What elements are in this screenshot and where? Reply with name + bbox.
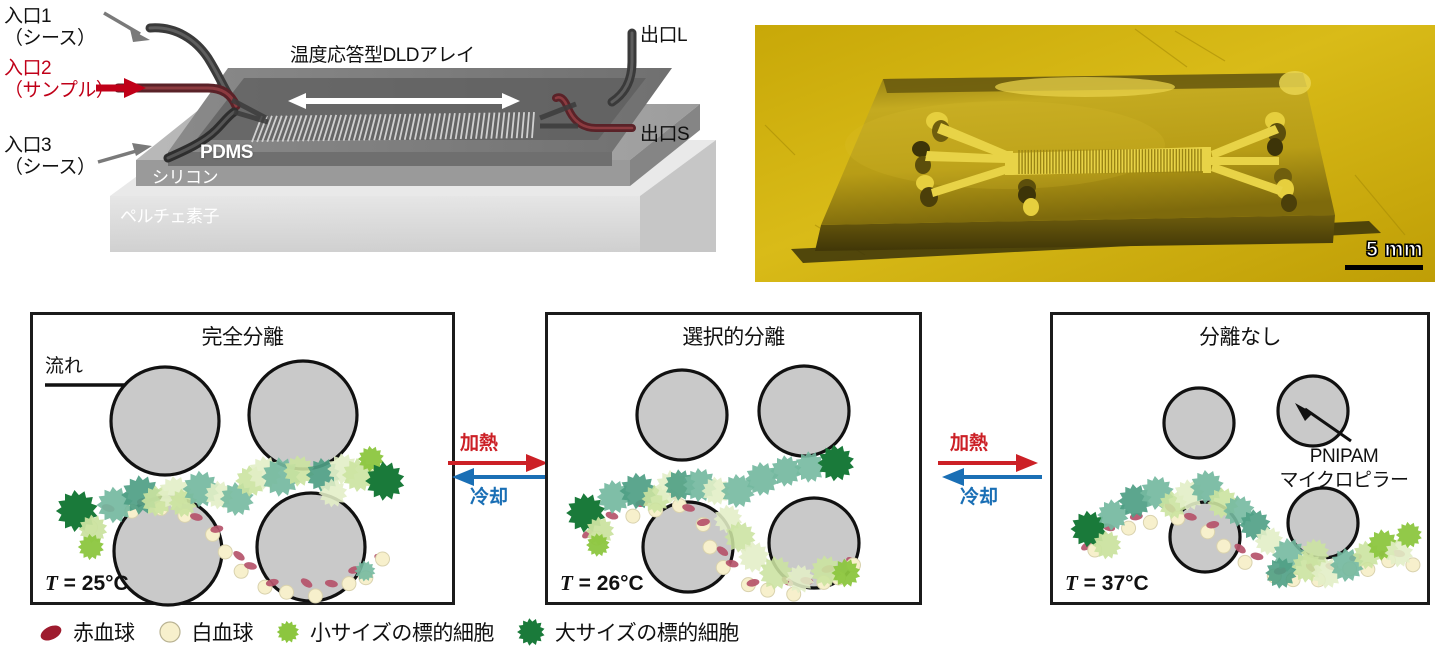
schematic-label-peltier: ペルチェ素子: [120, 207, 220, 226]
panel2-title: 選択的分離: [682, 326, 785, 349]
transition2-arrows: [938, 454, 1042, 486]
red-blood-cell-icon: [40, 625, 62, 641]
photo-drawing: [755, 25, 1435, 282]
transition-1: 加熱 冷却: [448, 420, 558, 540]
legend-item-rbc: 赤血球: [38, 617, 135, 647]
panel3-temperature: T = 37°C: [1065, 571, 1149, 595]
inlet2-line2: （サンプル）: [4, 79, 115, 101]
inlet1-line2: （シース）: [4, 27, 96, 49]
schematic-label-outlet-large: 出口L: [640, 25, 688, 46]
schematic-label-inlet1: 入口1 （シース）: [4, 6, 96, 50]
transition1-heat-label: 加熱: [460, 433, 499, 454]
photo-pillar-array: [1018, 148, 1202, 174]
pointer-arrow-inlet1: [103, 11, 150, 42]
tube-inlet-1: [145, 23, 233, 99]
array-length-arrow: [288, 93, 520, 109]
legend-label-wbc: 白血球: [191, 622, 254, 645]
panel2-cell-diagram: [566, 364, 862, 602]
channel-traces: [230, 97, 578, 129]
legend-label-small-cell: 小サイズの標的細胞: [310, 622, 494, 645]
legend-item-wbc: 白血球: [157, 617, 254, 647]
pointer-arrow-inlet3: [97, 143, 152, 164]
white-blood-cell-icon: [158, 621, 181, 643]
transition1-cool-label: 冷却: [470, 487, 509, 508]
schematic-label-dld-array: 温度応答型DLDアレイ: [290, 45, 475, 66]
panel2-temperature: T = 26°C: [560, 571, 644, 595]
inlet1-line1: 入口1: [4, 6, 52, 27]
pnipam-line2: マイクロピラー: [1279, 469, 1409, 491]
transition2-heat-label: 加熱: [950, 433, 989, 454]
panel1-temperature: T = 25°C: [45, 571, 129, 595]
panel-selective-separation: 選択的分離 T = 26°C: [545, 312, 922, 605]
transition-2: 加熱 冷却: [938, 420, 1048, 540]
inlet3-line2: （シース）: [4, 156, 96, 178]
panel1-title: 完全分離: [201, 326, 285, 349]
chip-ports: [912, 71, 1311, 216]
schematic-label-pdms: PDMS: [200, 142, 253, 163]
scale-bar-line: [1345, 265, 1423, 270]
scale-bar-label: 5 mm: [1366, 238, 1423, 262]
tube-outlet-L: [607, 28, 637, 107]
inlet2-line1: 入口2: [4, 58, 52, 79]
legend: 赤血球 白血球 小サイズの標的細胞 大サイズの標的細胞: [38, 616, 761, 648]
inlet3-line1: 入口3: [4, 135, 52, 156]
device-schematic: 入口1 （シース） 入口2 （サンプル） 入口3 （シース） 出口L 出口S 温…: [0, 0, 740, 292]
legend-label-rbc: 赤血球: [73, 622, 135, 645]
schematic-label-silicon: シリコン: [152, 168, 219, 187]
pnipam-line1: PNIPAM: [1309, 446, 1379, 467]
schematic-label-inlet2: 入口2 （サンプル）: [4, 58, 115, 102]
panel3-title: 分離なし: [1199, 326, 1282, 349]
tube-inlet-3: [163, 107, 239, 163]
transition2-cool-label: 冷却: [960, 487, 999, 508]
small-target-cell-icon: [276, 620, 299, 644]
flow-direction-label: 流れ: [45, 356, 84, 377]
transition1-arrows: [448, 454, 552, 486]
legend-item-small-target-cell: 小サイズの標的細胞: [275, 617, 494, 647]
pnipam-callout-arrow-icon: [1295, 403, 1352, 443]
large-target-cell-icon: [516, 618, 545, 646]
pointer-arrow-inlet2-red: [96, 78, 146, 98]
schematic-label-outlet-small: 出口S: [640, 124, 690, 145]
legend-label-large-cell: 大サイズの標的細胞: [554, 622, 739, 645]
panel-no-separation: 分離なし PNIPAM マイクロピラー T = 37°C: [1050, 312, 1430, 605]
pdms-block: [168, 68, 672, 166]
schematic-drawing: [96, 11, 716, 252]
panel1-cell-diagram: [55, 359, 405, 607]
legend-item-large-target-cell: 大サイズの標的細胞: [516, 617, 739, 647]
schematic-label-inlet3: 入口3 （シース）: [4, 135, 96, 179]
panel-complete-separation: 完全分離 流れ T = 25°C: [30, 312, 455, 607]
panel3-cell-diagram: [1070, 374, 1422, 589]
device-photograph: 5 mm: [755, 25, 1435, 282]
pnipam-callout-label: PNIPAM マイクロピラー: [1259, 445, 1429, 493]
